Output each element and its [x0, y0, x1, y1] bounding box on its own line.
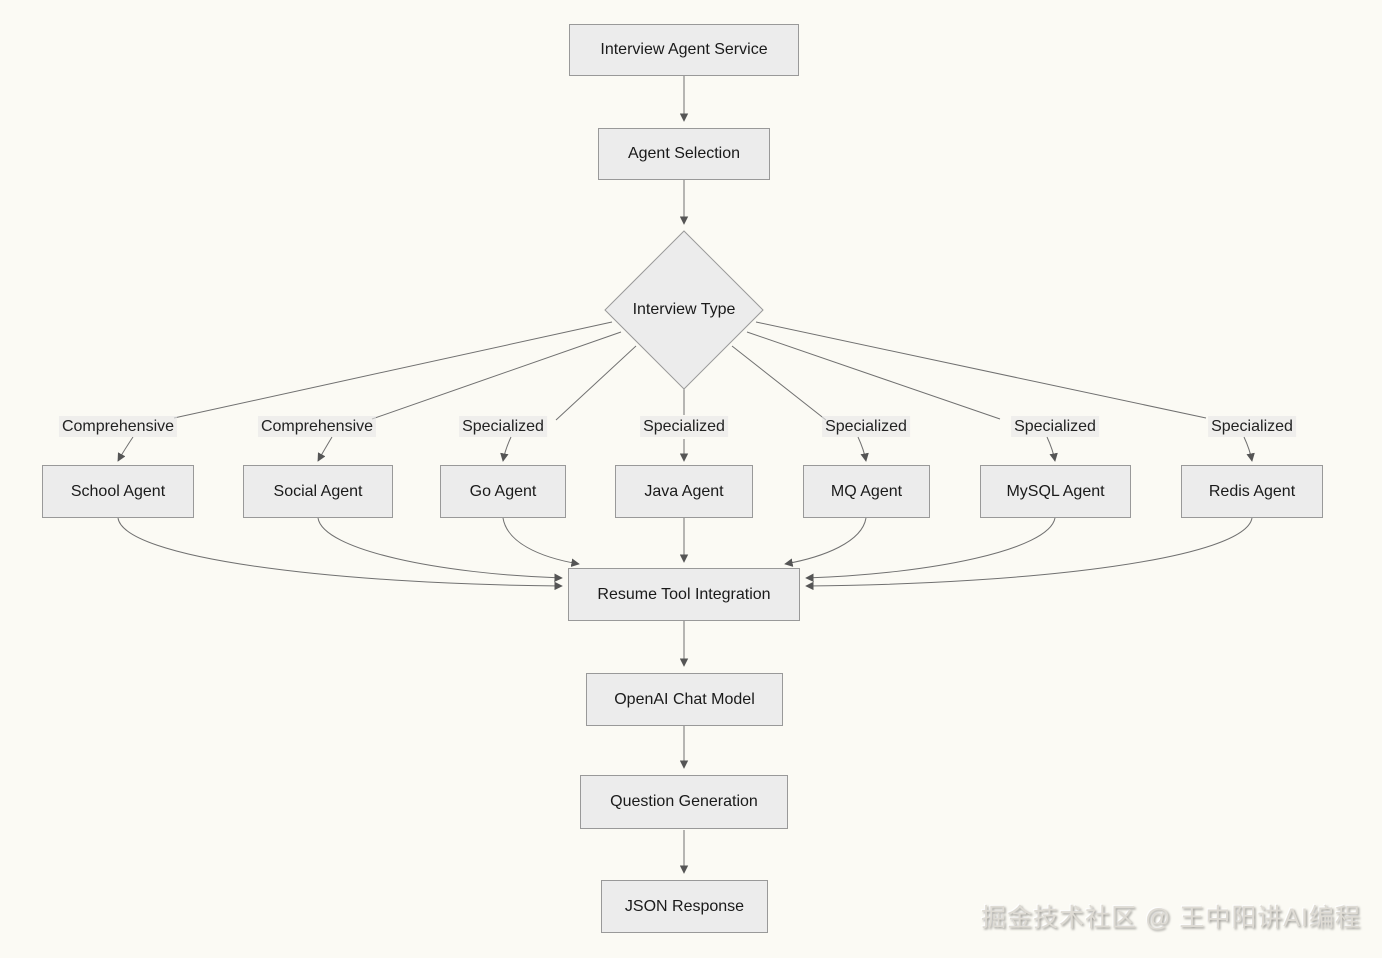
edge-type-to-go-line	[555, 345, 637, 421]
edge-type-to-mq-line	[731, 345, 827, 421]
edge-type-to-redis-line	[755, 321, 1207, 419]
edge-mysql-to-rti	[805, 517, 1056, 582]
node-openai-chat-model: OpenAI Chat Model	[586, 673, 783, 726]
node-go-agent: Go Agent	[440, 465, 566, 518]
edge-label-specialized-mq: Specialized	[822, 416, 910, 437]
node-mysql-agent: MySQL Agent	[980, 465, 1131, 518]
node-agent-selection: Agent Selection	[598, 128, 770, 180]
node-question-generation: Question Generation	[580, 775, 788, 829]
node-json-response: JSON Response	[601, 880, 768, 933]
edge-school-to-rti	[117, 517, 563, 591]
edge-label-comprehensive-social: Comprehensive	[257, 416, 377, 437]
edge-label-to-redis	[1243, 436, 1255, 462]
edge-label-to-mysql	[1046, 436, 1058, 462]
decision-diamond-shape	[604, 230, 764, 390]
node-resume-tool-integration: Resume Tool Integration	[568, 568, 800, 621]
node-school-agent: School Agent	[42, 465, 194, 518]
edge-label-specialized-go: Specialized	[459, 416, 547, 437]
edge-type-to-school-line	[173, 321, 613, 419]
node-social-agent: Social Agent	[243, 465, 393, 518]
node-java-agent: Java Agent	[615, 465, 753, 518]
edge-redis-to-rti	[805, 517, 1253, 591]
edge-label-specialized-mysql: Specialized	[1011, 416, 1099, 437]
edge-label-to-go	[500, 436, 512, 462]
edge-label-specialized-redis: Specialized	[1208, 416, 1296, 437]
node-redis-agent: Redis Agent	[1181, 465, 1323, 518]
edge-label-to-school	[117, 436, 134, 462]
edge-label-specialized-java: Specialized	[640, 416, 728, 437]
edge-label-to-mq	[857, 436, 869, 462]
edge-go-to-rti	[502, 517, 580, 567]
edge-label-to-social	[317, 436, 333, 462]
edge-mq-to-rti	[784, 517, 867, 567]
edge-social-to-rti	[317, 517, 563, 582]
node-mq-agent: MQ Agent	[803, 465, 930, 518]
node-interview-agent-service: Interview Agent Service	[569, 24, 799, 76]
edge-type-to-mysql-line	[746, 331, 1001, 420]
watermark: 掘金技术社区 @ 王中阳讲AI编程	[981, 904, 1361, 932]
edge-type-to-social-line	[371, 331, 622, 420]
node-interview-type: Interview Type	[632, 301, 736, 318]
edge-label-comprehensive-school: Comprehensive	[58, 416, 178, 437]
